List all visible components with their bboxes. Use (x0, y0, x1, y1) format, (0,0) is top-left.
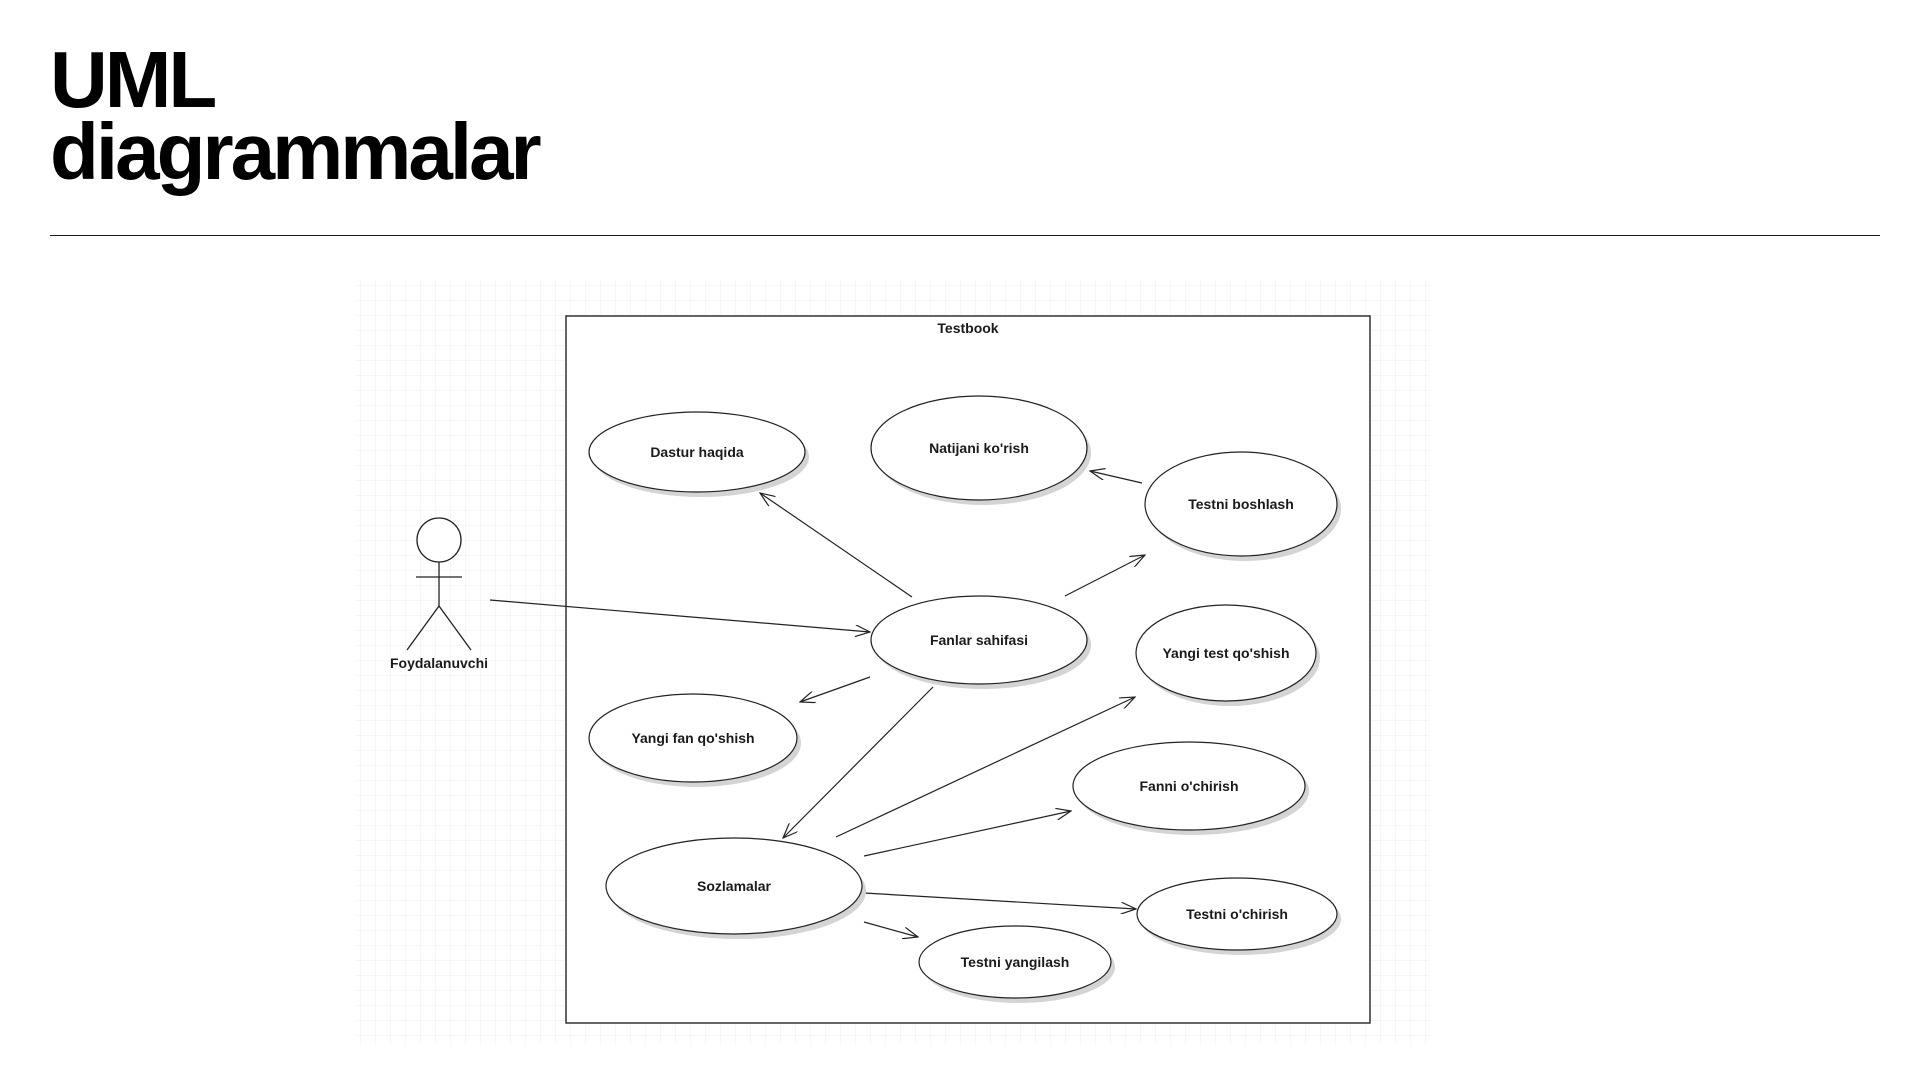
use-case-testni-boshlash: Testni boshlash (1144, 451, 1341, 561)
use-case-yangi-test-qoshish: Yangi test qo'shish (1135, 604, 1320, 706)
use-case-testni-yangilash: Testni yangilash (918, 925, 1115, 1003)
arrow-sozlamalar-to-testni-yangilash (863, 921, 918, 937)
use-case-yangi-fan-qoshish: Yangi fan qo'shish (588, 693, 801, 787)
use-case-natijani-korish: Natijani ko'rish (870, 395, 1091, 505)
arrow-fanlar-to-yangi-fan-qoshish (800, 676, 871, 702)
use-case-fanni-ochirish: Fanni o'chirish (1072, 741, 1309, 835)
use-case-testni-ochirish: Testni o'chirish (1136, 877, 1341, 955)
use-case-label: Fanni o'chirish (1139, 778, 1238, 794)
associations (489, 471, 1145, 937)
use-case-sozlamalar: Sozlamalar (605, 837, 866, 939)
use-case-dastur-haqida: Dastur haqida (588, 411, 809, 497)
arrow-fanlar-to-sozlamalar (783, 686, 934, 838)
system-boundary-label: Testbook (937, 320, 998, 336)
use-case-label: Yangi test qo'shish (1162, 645, 1289, 661)
arrow-actor-to-fanlar-sahifasi (489, 599, 870, 632)
use-case-label: Testni yangilash (961, 954, 1070, 970)
arrow-fanlar-to-dastur-haqida (760, 493, 913, 598)
use-case-label: Yangi fan qo'shish (631, 730, 754, 746)
arrow-testni-boshlash-to-natijani-korish (1090, 471, 1143, 484)
actor-label: Foydalanuvchi (390, 655, 488, 671)
actor-foydalanuvchi (406, 517, 472, 651)
slide-title-line-1: UML (50, 35, 217, 124)
use-case-label: Testni o'chirish (1186, 906, 1288, 922)
slide-title: UML diagrammalar (50, 35, 542, 196)
use-case-fanlar-sahifasi: Fanlar sahifasi (870, 595, 1091, 689)
use-case-label: Fanlar sahifasi (930, 632, 1028, 648)
arrow-sozlamalar-to-testni-ochirish (863, 892, 1136, 909)
arrow-sozlamalar-to-yangi-test-qoshish (835, 697, 1135, 838)
title-divider (50, 235, 1880, 236)
arrow-fanlar-to-testni-boshlash (1064, 555, 1145, 597)
use-case-label: Natijani ko'rish (929, 440, 1029, 456)
use-case-label: Testni boshlash (1188, 496, 1294, 512)
slide-title-line-2: diagrammalar (50, 107, 542, 196)
arrow-sozlamalar-to-fanni-ochirish (863, 811, 1071, 857)
use-case-label: Dastur haqida (650, 444, 744, 460)
use-case-label: Sozlamalar (697, 878, 771, 894)
